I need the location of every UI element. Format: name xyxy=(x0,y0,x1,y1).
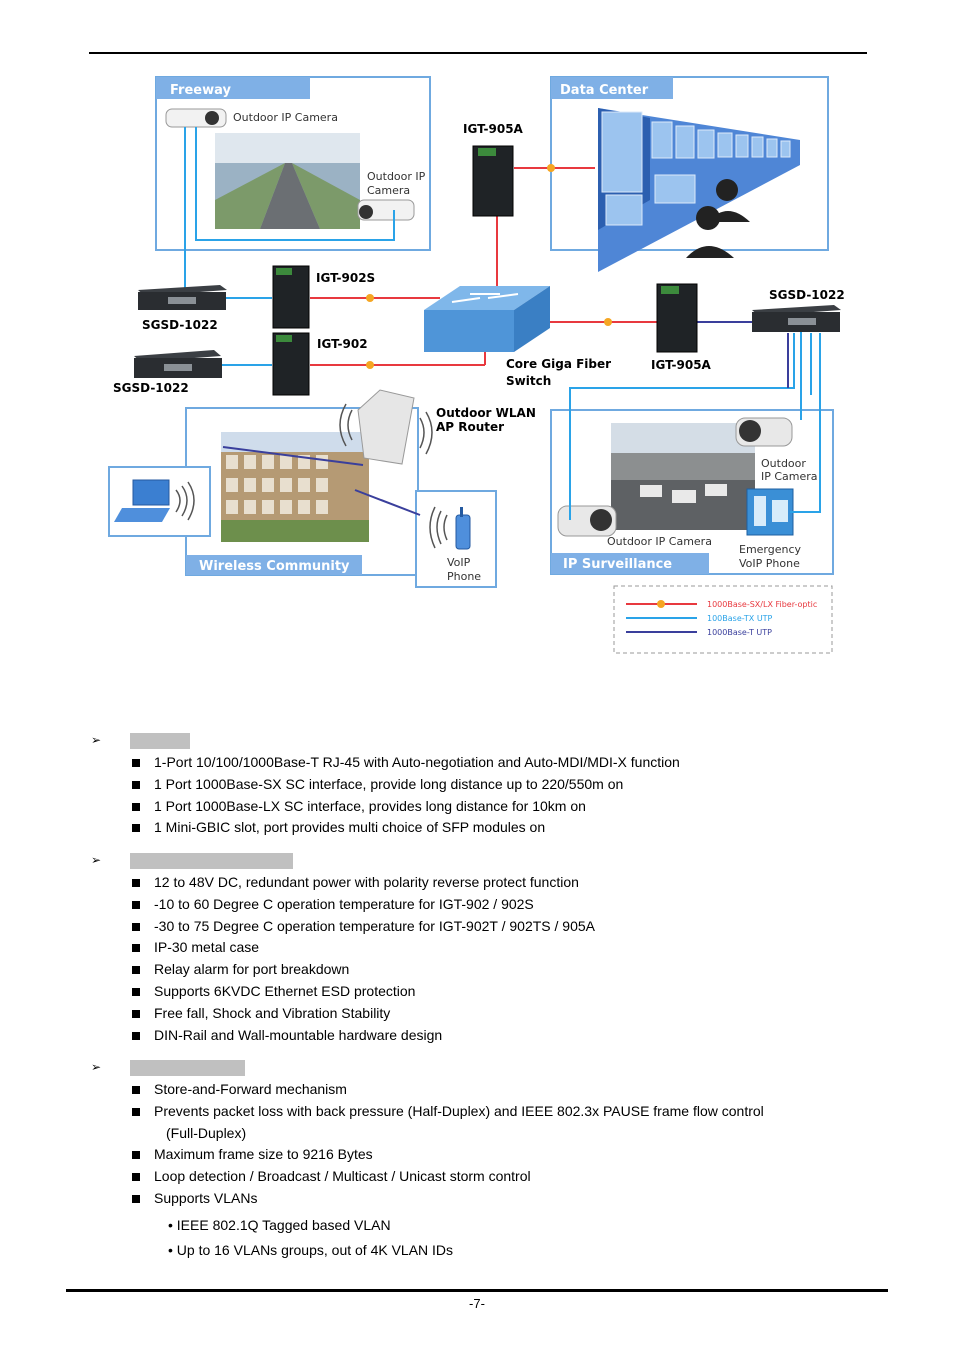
list-item: Supports 6KVDC Ethernet ESD protection xyxy=(130,981,595,1003)
sgsd-1022-label: SGSD-1022 xyxy=(142,318,218,332)
datacenter-title: Data Center xyxy=(560,83,649,98)
surveillance-camera-label: Outdoor IP Camera xyxy=(607,535,712,548)
sub-list-item: • Up to 16 VLANs groups, out of 4K VLAN … xyxy=(168,1242,454,1258)
outdoor-ip-camera-label: Outdoor IP xyxy=(367,170,426,183)
camera-icon xyxy=(165,108,227,128)
network-application-diagram: Freeway Outdoor IP Camera Outdoor IP Cam… xyxy=(108,76,845,654)
list-item-continuation: (Full-Duplex) xyxy=(166,1124,247,1141)
section-heading-redacted xyxy=(130,733,190,749)
voip-label: VoIP xyxy=(447,556,471,569)
list-item: DIN-Rail and Wall-mountable hardware des… xyxy=(130,1025,595,1047)
list-item: -10 to 60 Degree C operation temperature… xyxy=(130,894,595,916)
list-item: Relay alarm for port breakdown xyxy=(130,959,595,981)
igt-902-label: IGT-902 xyxy=(317,337,368,351)
igt-905a-label: IGT-905A xyxy=(463,122,524,136)
igt-905a-top-device xyxy=(472,145,514,217)
emergency-phone-label: Emergency xyxy=(739,543,802,556)
wireless-community-panel: Wireless Community VoIP Phone xyxy=(108,407,497,588)
igt-902s-device xyxy=(272,265,310,329)
ip-surveillance-title: IP Surveillance xyxy=(563,557,672,572)
list-item: Maximum frame size to 9216 Bytes xyxy=(130,1144,764,1166)
wlan-ap-icon xyxy=(339,389,433,465)
list-item: Free fall, Shock and Vibration Stability xyxy=(130,1003,595,1025)
section-1-list: 1-Port 10/100/1000Base-T RJ-45 with Auto… xyxy=(130,752,680,839)
legend-item-fiber: 1000Base-SX/LX Fiber-optic xyxy=(707,600,817,609)
connection-lines xyxy=(184,127,821,520)
igt-902-device xyxy=(272,332,310,396)
list-item: Supports VLANs xyxy=(130,1188,764,1210)
freeway-title: Freeway xyxy=(170,83,231,98)
header-rule xyxy=(89,52,867,54)
emergency-phone-label: VoIP Phone xyxy=(739,557,800,570)
datacenter-panel: Data Center xyxy=(550,76,829,272)
sub-list-item: • IEEE 802.1Q Tagged based VLAN xyxy=(168,1217,391,1233)
igt-905a-right-device xyxy=(656,283,698,353)
freeway-panel: Freeway Outdoor IP Camera Outdoor IP Cam… xyxy=(155,76,431,251)
voip-label: Phone xyxy=(447,570,481,583)
laptop-icon xyxy=(114,479,195,522)
section-2-list: 12 to 48V DC, redundant power with polar… xyxy=(130,872,595,1046)
camera-icon xyxy=(557,505,617,537)
wlan-ap-label: Outdoor WLAN xyxy=(436,406,536,420)
surveillance-camera-label: IP Camera xyxy=(761,470,818,483)
list-item: Prevents packet loss with back pressure … xyxy=(130,1101,764,1123)
section-heading-redacted xyxy=(130,853,293,869)
footer-rule xyxy=(66,1289,888,1292)
list-item: 1 Port 1000Base-LX SC interface, provide… xyxy=(130,796,680,818)
section-marker: ➢ xyxy=(91,1060,102,1074)
section-marker: ➢ xyxy=(91,733,102,747)
list-item: Store-and-Forward mechanism xyxy=(130,1079,764,1101)
sgsd-1022-switch-icon xyxy=(134,350,222,378)
fiber-markers xyxy=(366,164,612,369)
section-3-list: Store-and-Forward mechanism Prevents pac… xyxy=(130,1079,764,1210)
page-number: -7- xyxy=(469,1296,485,1311)
sgsd-1022-switch-icon xyxy=(138,285,227,310)
legend-item-100base-tx: 100Base-TX UTP xyxy=(707,614,773,623)
section-heading-redacted xyxy=(130,1060,245,1076)
list-item: 1 Port 1000Base-SX SC interface, provide… xyxy=(130,774,680,796)
camera-icon xyxy=(357,199,415,221)
list-item: -30 to 75 Degree C operation temperature… xyxy=(130,916,595,938)
core-switch-label: Switch xyxy=(506,374,551,388)
surveillance-camera-label: Outdoor xyxy=(761,457,806,470)
outdoor-ip-camera-label: Camera xyxy=(367,184,410,197)
voip-phone-icon xyxy=(429,506,471,550)
wireless-community-title: Wireless Community xyxy=(199,559,350,574)
outdoor-ip-camera-label: Outdoor IP Camera xyxy=(233,111,338,124)
list-item: Loop detection / Broadcast / Multicast /… xyxy=(130,1166,764,1188)
wlan-ap-label: AP Router xyxy=(436,420,504,434)
operator-icon xyxy=(686,179,750,258)
sgsd-1022-label: SGSD-1022 xyxy=(769,288,845,302)
sgsd-1022-switch-icon xyxy=(752,305,841,332)
emergency-phone-icon xyxy=(746,488,794,536)
section-marker: ➢ xyxy=(91,853,102,867)
ip-surveillance-panel: IP Surveillance Outdoor IP Camera Outdoo… xyxy=(550,409,834,575)
legend-item-1000base-t: 1000Base-T UTP xyxy=(707,628,772,637)
igt-902s-label: IGT-902S xyxy=(316,271,375,285)
core-switch-icon xyxy=(424,286,550,352)
list-item: IP-30 metal case xyxy=(130,937,595,959)
list-item: 1 Mini-GBIC slot, port provides multi ch… xyxy=(130,817,680,839)
legend: 1000Base-SX/LX Fiber-optic 100Base-TX UT… xyxy=(613,585,833,654)
core-switch-label: Core Giga Fiber xyxy=(506,357,611,371)
vlan-sub-list: • IEEE 802.1Q Tagged based VLAN • Up to … xyxy=(168,1213,453,1263)
list-item: 12 to 48V DC, redundant power with polar… xyxy=(130,872,595,894)
list-item: 1-Port 10/100/1000Base-T RJ-45 with Auto… xyxy=(130,752,680,774)
igt-905a-label: IGT-905A xyxy=(651,358,712,372)
sgsd-1022-label: SGSD-1022 xyxy=(113,381,189,395)
camera-icon xyxy=(735,417,793,447)
